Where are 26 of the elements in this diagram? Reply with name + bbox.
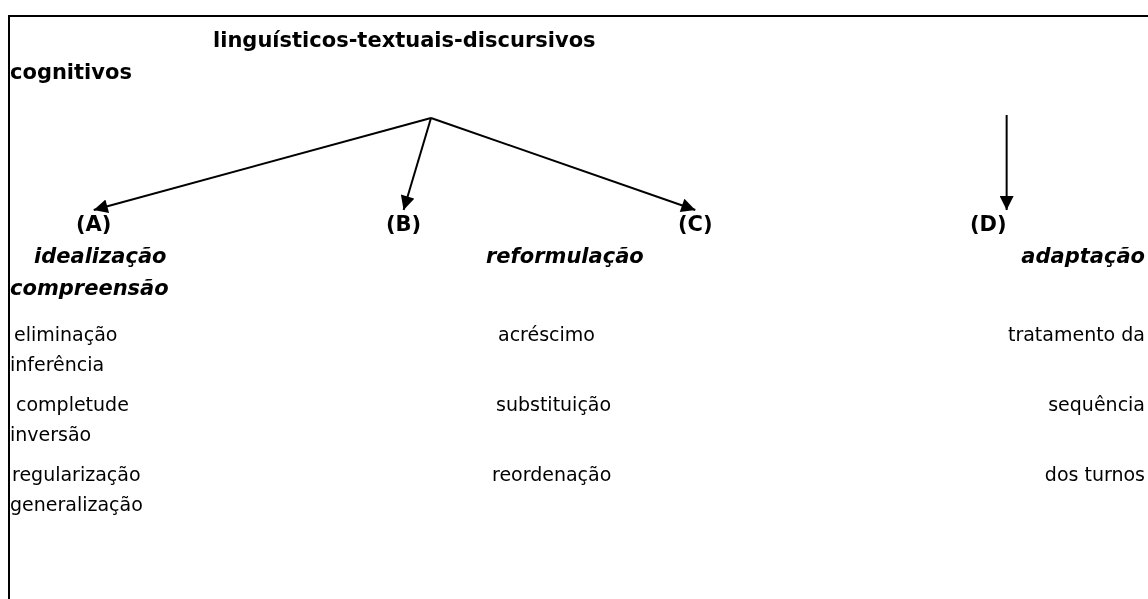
option-letter: (A) [76,212,112,238]
item-text: reordenação [492,462,612,486]
item-text: completude [16,392,129,416]
category-heading: compreensão [10,276,169,300]
item-text: inversão [10,422,92,446]
option-letter: (C) [678,212,713,238]
item-text: tratamento da [1007,322,1145,346]
arrow [92,117,432,214]
item-text: dos turnos [1044,462,1145,486]
heading-text: cognitivos [10,60,132,84]
arrow [999,114,1014,211]
category-heading: idealização [34,244,167,268]
item-text: regularização [12,462,141,486]
item-text: inferência [10,352,105,376]
item-text: sequência [1048,392,1145,416]
option-letter: (D) [970,212,1007,238]
item-text: generalização [10,492,143,516]
arrow [400,117,432,211]
category-heading: adaptação [1021,244,1145,268]
category-heading: reformulação [486,244,644,268]
heading-text: linguísticos-textuais-discursivos [213,28,596,118]
item-text: substituição [496,392,612,416]
option-letter: (B) [386,212,422,238]
item-text: acréscimo [498,322,595,346]
item-text: eliminação [14,322,118,346]
arrow [430,117,697,212]
